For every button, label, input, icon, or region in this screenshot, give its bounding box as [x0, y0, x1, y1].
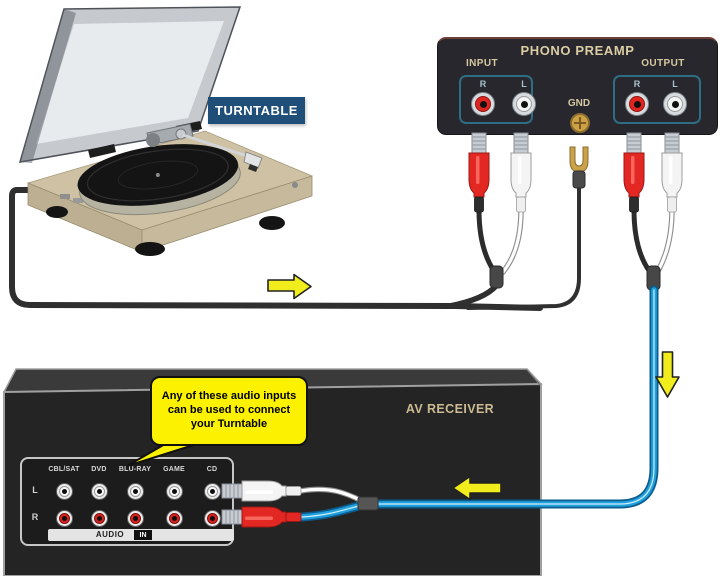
- input-label-game: GAME: [163, 466, 185, 473]
- turntable-base: [26, 130, 314, 256]
- output-l-label: L: [672, 79, 678, 89]
- game-r-jack: [166, 510, 183, 527]
- jack-hole: [172, 489, 177, 494]
- input-l-jack: [512, 92, 536, 116]
- ground-spade-icon: [569, 146, 589, 189]
- flow-arrow-left-icon: [452, 475, 502, 501]
- cable-sleeve: [357, 496, 379, 511]
- gnd-label: GND: [567, 98, 591, 109]
- jack-hole: [520, 100, 528, 108]
- cable-y-junction: [489, 265, 504, 289]
- in-badge: IN: [134, 530, 152, 540]
- red-jack-ring: [629, 96, 645, 112]
- red-jack-ring: [94, 513, 105, 524]
- game-l-jack: [166, 483, 183, 500]
- bluray-r-jack: [127, 510, 144, 527]
- platter: [77, 144, 241, 216]
- receiver-white-cable: [297, 486, 365, 504]
- dvd-l-jack: [91, 483, 108, 500]
- jack-hole: [133, 516, 138, 521]
- preamp-title: PHONO PREAMP: [520, 43, 635, 58]
- row-label-l: L: [32, 485, 38, 495]
- cover-hinge: [176, 121, 202, 134]
- jack-hole: [633, 100, 641, 108]
- ground-wire: [466, 186, 581, 310]
- preamp-output-label: OUTPUT: [641, 58, 685, 69]
- white-jack-ring: [207, 486, 218, 497]
- input-r-jack: [471, 92, 495, 116]
- turntable-illustration: [18, 6, 314, 256]
- output-r-label: R: [633, 79, 641, 89]
- ground-screw-icon: [570, 113, 590, 133]
- dust-cover: [18, 6, 242, 163]
- screw-slot: [574, 122, 586, 124]
- jack-hole: [172, 516, 177, 521]
- white-jack-ring: [667, 96, 683, 112]
- rca-plug-red-output: [623, 132, 645, 213]
- red-jack-ring: [207, 513, 218, 524]
- jack-hole: [97, 516, 102, 521]
- rca-plug-white-input: [510, 132, 532, 213]
- dvd-r-jack: [91, 510, 108, 527]
- flow-arrow-right-icon: [267, 273, 312, 300]
- row-label-r: R: [31, 512, 39, 522]
- jack-hole: [97, 489, 102, 494]
- jack-hole: [671, 100, 679, 108]
- white-jack-ring: [169, 486, 180, 497]
- output-l-jack: [663, 92, 687, 116]
- jack-hole: [62, 516, 67, 521]
- phono-cable: [9, 187, 543, 311]
- tonearm: [146, 123, 263, 172]
- white-jack-ring: [94, 486, 105, 497]
- jack-hole: [133, 489, 138, 494]
- jack-hole: [479, 100, 487, 108]
- input-label-cblsat: CBL/SAT: [48, 466, 80, 473]
- rca-plug-red-input: [468, 132, 490, 213]
- white-jack-ring: [130, 486, 141, 497]
- cd-r-jack: [204, 510, 221, 527]
- input-r-label: R: [479, 79, 487, 89]
- cblsat-l-jack: [56, 483, 73, 500]
- red-jack-ring: [169, 513, 180, 524]
- white-jack-ring: [59, 486, 70, 497]
- preamp-input-group: R L: [459, 75, 536, 124]
- cblsat-r-jack: [56, 510, 73, 527]
- output-cable-pair: [631, 207, 675, 276]
- cover-hinge: [88, 144, 116, 158]
- input-label-cd: CD: [206, 466, 218, 473]
- flow-arrow-down-icon: [655, 351, 680, 398]
- red-jack-ring: [130, 513, 141, 524]
- input-cable-pair: [476, 207, 524, 275]
- jack-hole: [62, 489, 67, 494]
- callout-bubble: Any of these audio inputs can be used to…: [150, 376, 308, 446]
- input-l-label: L: [521, 79, 527, 89]
- cd-l-jack: [204, 483, 221, 500]
- cable-y-junction: [646, 265, 661, 291]
- input-label-bluray: BLU-RAY: [118, 466, 152, 473]
- audio-in-bar: AUDIO IN: [48, 529, 234, 541]
- jack-hole: [210, 489, 215, 494]
- receiver-title: AV RECEIVER: [405, 402, 495, 416]
- rca-plug-white-output: [661, 132, 683, 213]
- input-label-dvd: DVD: [91, 466, 107, 473]
- bluray-l-jack: [127, 483, 144, 500]
- audio-label: AUDIO: [95, 530, 125, 539]
- red-jack-ring: [59, 513, 70, 524]
- red-jack-ring: [475, 96, 491, 112]
- preamp-output-group: R L: [613, 75, 701, 124]
- preamp-input-label: INPUT: [466, 58, 498, 69]
- white-jack-ring: [516, 96, 532, 112]
- output-r-jack: [625, 92, 649, 116]
- phono-preamp-box: PHONO PREAMP INPUT OUTPUT R L GND R L: [437, 37, 718, 135]
- jack-hole: [210, 516, 215, 521]
- receiver-input-panel: CBL/SAT DVD BLU-RAY GAME CD L R AUDIO IN: [20, 457, 234, 546]
- turntable-label: TURNTABLE: [208, 97, 305, 124]
